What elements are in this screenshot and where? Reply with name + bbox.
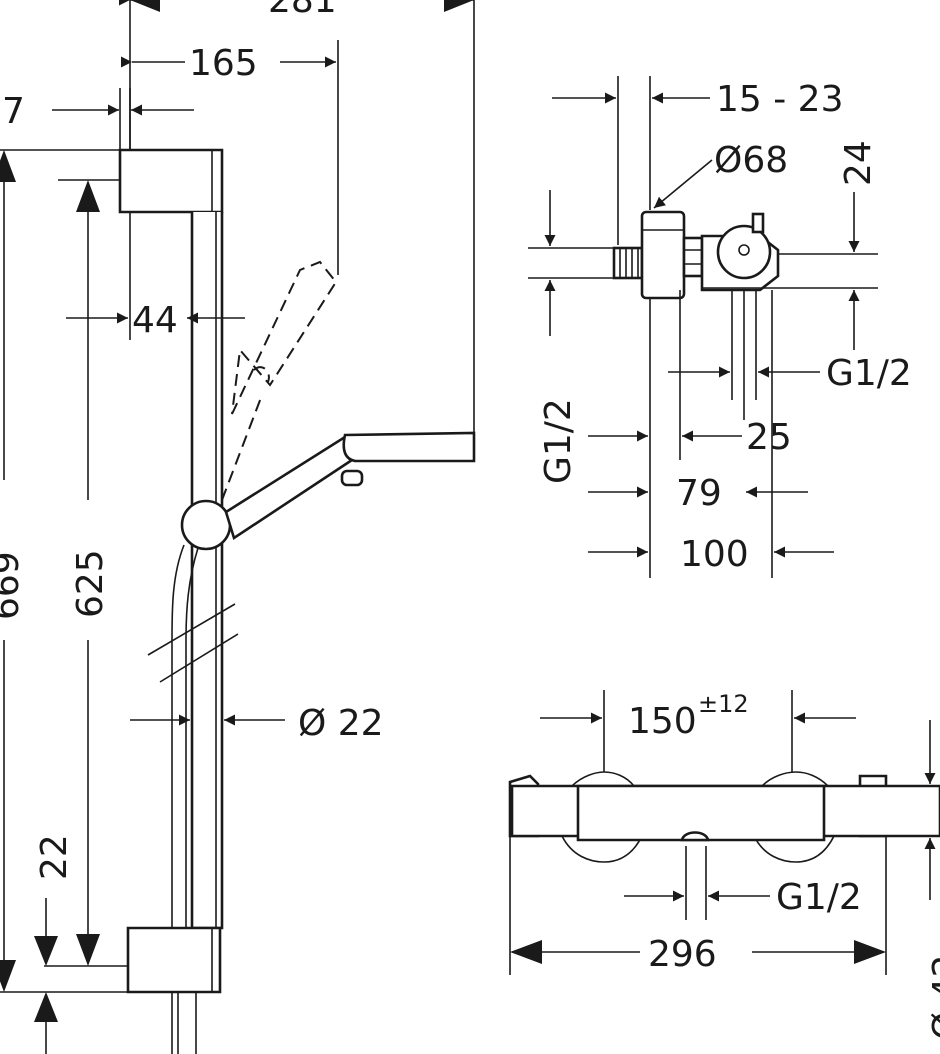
dim-rail-center-height: 625 <box>44 179 128 967</box>
label-296: 296 <box>648 934 717 975</box>
shower-hose <box>171 544 185 1054</box>
label-24: 24 <box>838 140 879 186</box>
label-dia-22: Ø 22 <box>298 703 384 744</box>
dim-bracket-depth: 7 <box>2 88 194 150</box>
label-7: 7 <box>2 91 25 132</box>
dim-flange-diameter: Ø68 <box>653 140 788 209</box>
hand-shower-alt-position <box>221 260 338 501</box>
dim-rail-bottom: 22 <box>34 834 75 1054</box>
dim-head-offset: 165 <box>121 40 339 275</box>
label-side-outlet-g12: G1/2 <box>826 353 912 394</box>
label-100: 100 <box>680 534 749 575</box>
label-dia-68: Ø68 <box>714 140 788 181</box>
dim-wall-depth-range: 15 - 23 <box>552 79 844 120</box>
label-25: 25 <box>746 417 792 458</box>
rail-tube <box>190 212 224 930</box>
label-150-tolerance: ±12 <box>698 690 749 718</box>
label-165: 165 <box>189 43 258 84</box>
dim-side-offset-100: 100 <box>588 534 834 575</box>
label-15-23: 15 - 23 <box>716 79 844 120</box>
dim-side-thread: G1/2 <box>528 190 614 484</box>
label-150: 150 <box>628 701 697 742</box>
dim-side-height: 24 <box>838 140 879 350</box>
dim-mixer-diameter: Ø 42 <box>924 720 940 1040</box>
dim-mixer-outlet-thread: G1/2 <box>624 877 862 918</box>
mixer-side-view <box>612 76 878 578</box>
hand-shower <box>224 435 357 541</box>
mixer-front-view <box>508 690 940 975</box>
label-22-bottom: 22 <box>34 834 75 880</box>
rail-top-bracket <box>118 148 224 214</box>
dim-rail-total-height: 669 <box>0 149 128 993</box>
label-79: 79 <box>676 473 722 514</box>
dim-rail-diameter: Ø 22 <box>130 703 384 744</box>
dim-inlet-spacing: 150 ±12 <box>540 690 856 742</box>
front-center-block <box>576 784 826 842</box>
slider-joint <box>180 499 232 551</box>
label-side-g12: G1/2 <box>538 398 579 484</box>
side-flange <box>640 210 686 300</box>
label-669: 669 <box>0 551 27 620</box>
rail-bottom-bracket <box>126 926 222 994</box>
dim-side-offset-79: 79 <box>588 473 808 514</box>
label-front-g12: G1/2 <box>776 877 862 918</box>
dim-rail-offset: 44 <box>66 212 245 341</box>
label-625: 625 <box>70 549 111 618</box>
dim-side-outlet-thread: G1/2 <box>668 353 912 394</box>
label-281: 281 <box>268 0 337 21</box>
label-dia-42: Ø 42 <box>926 954 940 1040</box>
dim-side-offset-25: 25 <box>588 417 792 458</box>
shower-rail-assembly <box>118 148 476 1054</box>
label-44: 44 <box>132 300 178 341</box>
dim-rail-top-width: 281 <box>119 0 475 433</box>
dim-mixer-width: 296 <box>510 934 886 975</box>
